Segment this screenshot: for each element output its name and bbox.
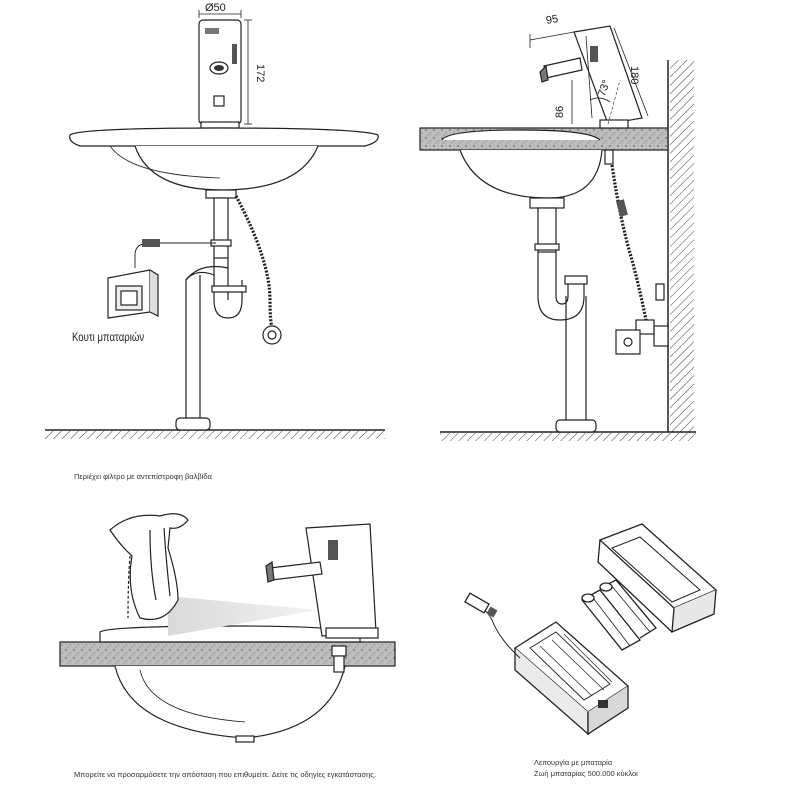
faucet-side [539,25,643,165]
caption-filter: Περιέχει φίλτρο με αντεπίστροφη βαλβίδα [74,472,212,481]
dimension-width-side: 95 [545,13,560,27]
battery-tray [513,621,630,736]
panel-sensor-range [59,513,396,743]
panel-battery-box [464,523,718,736]
battery-box-front [107,269,159,319]
dimension-height-side: 180 [628,66,640,85]
battery-box-label: Κουτι μπαταριών [72,330,145,344]
dimension-diameter: Ø50 [205,2,226,14]
battery-box-lid [597,523,718,634]
dimension-height-front: 172 [254,64,266,83]
caption-battery-operation: Λειτουργία με μπαταρία [534,758,613,767]
hand-with-cloth [109,513,189,621]
batteries [581,579,657,651]
flexible-hose-side [610,164,648,321]
drain-trap-front [175,197,247,431]
caption-battery-life: Ζωή μπαταρίας 500.000 κύκλοι [534,769,638,778]
panel-side-view [419,25,696,441]
sensor-beam [168,596,318,636]
dimension-spout: 86 [554,105,566,118]
wash-basin-front [69,127,379,199]
flexible-hose-front [234,195,274,329]
caption-distance: Μπορείτε να προσαρμόσετε την απόσταση πο… [74,770,376,779]
faucet-sensor [265,523,379,673]
faucet-front [198,19,242,129]
panel-front-view [45,10,385,439]
